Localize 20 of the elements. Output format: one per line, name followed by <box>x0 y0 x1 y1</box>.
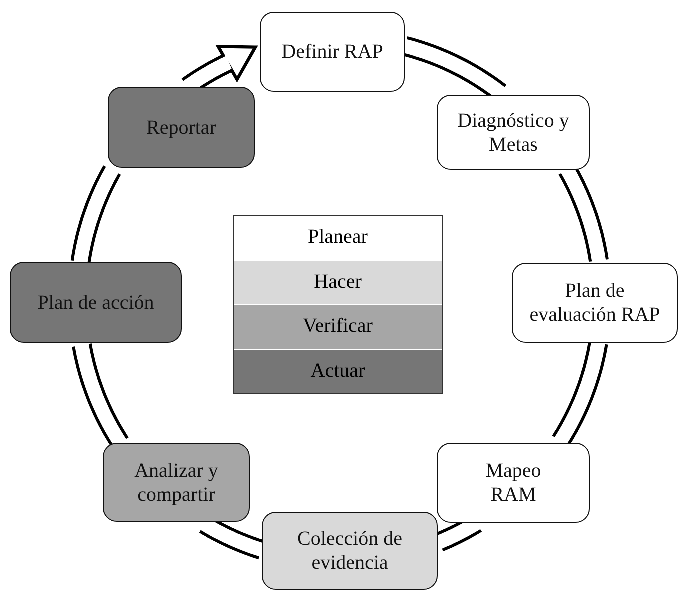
step-label: Mapeo RAM <box>484 459 542 507</box>
process-box <box>437 95 590 170</box>
process-box <box>108 87 255 168</box>
process-box <box>103 443 250 522</box>
legend-text: Verificar <box>303 315 373 338</box>
process-box <box>512 263 678 343</box>
process-box <box>437 443 590 523</box>
step-label: Reportar <box>146 116 216 140</box>
step-label: Colección de evidencia <box>296 527 404 575</box>
step-label: Plan de acción <box>38 290 154 314</box>
step-label: Definir RAP <box>282 40 384 64</box>
step-label: Analizar y compartir <box>134 458 220 506</box>
legend-text: Planear <box>308 226 368 250</box>
process-box <box>10 262 182 343</box>
step-label: Diagnóstico y Metas <box>456 108 570 156</box>
process-box <box>262 512 438 590</box>
legend-text: Hacer <box>314 270 362 294</box>
process-box <box>260 12 405 92</box>
step-label: Plan de evaluación RAP <box>528 279 662 327</box>
legend-text: Actuar <box>310 360 366 383</box>
